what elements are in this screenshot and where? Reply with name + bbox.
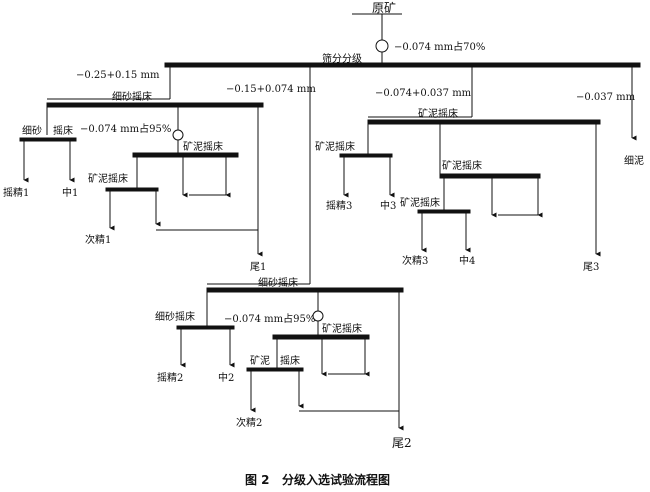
- c1-mid-label: 中1: [62, 186, 78, 199]
- c1-tail-label: 尾1: [250, 261, 266, 273]
- grinding-mill-symbol: [375, 39, 389, 53]
- feed-grind-label: −0.074 mm占70%: [394, 40, 485, 53]
- coarse-fraction-label: −0.25+0.15 mm: [76, 70, 160, 81]
- c3-table4-label: 矿泥摇床: [400, 196, 440, 209]
- slime-fraction-label: −0.037 mm: [576, 92, 636, 103]
- c1-sec-conc-label: 次精1: [85, 233, 111, 246]
- c3-table2-label: 矿泥摇床: [315, 140, 355, 153]
- c2-conc-label: 摇精2: [157, 371, 183, 384]
- circuit2-sub-sand-table: [176, 325, 235, 330]
- circuit2-sand-table: [206, 287, 404, 293]
- figure-caption: 图 2 分级入选试验流程图: [245, 472, 390, 487]
- c2-tail-label: 尾2: [392, 436, 412, 450]
- c2-mid-label: 中2: [218, 371, 234, 384]
- c3-mid4-label: 中4: [459, 254, 475, 267]
- circuit1-slime-table2: [105, 187, 159, 192]
- c1-grind-label: −0.074 mm占95%: [80, 122, 171, 135]
- fine-fraction-label: −0.074+0.037 mm: [375, 88, 472, 99]
- c2-slime-table-label: 矿泥摇床: [322, 322, 362, 335]
- c2-slime-left-label: 矿泥: [250, 354, 270, 367]
- c1-slime-table-label: 矿泥摇床: [183, 140, 223, 153]
- c2-table2-label: 细砂摇床: [155, 310, 195, 323]
- circuit3-slime-table4: [417, 209, 471, 214]
- c3-tail-label: 尾3: [583, 261, 599, 273]
- circuit3-sub-slime-table: [339, 153, 393, 158]
- c3-mid3-label: 中3: [380, 199, 396, 212]
- circuit1-slime-table: [132, 152, 239, 158]
- circuit2-slime-table2: [246, 367, 304, 372]
- circuit2-slime-table: [272, 334, 370, 340]
- c1-sand-right-label: 摇床: [53, 124, 73, 137]
- fine-slime-product: 细泥: [624, 154, 644, 167]
- c3-table3-label: 矿泥摇床: [442, 159, 482, 172]
- circuit3-slime-table3: [439, 173, 541, 179]
- circuit3-slime-table: [367, 119, 601, 125]
- c1-sand-left-label: 细砂: [22, 124, 42, 137]
- c2-table-label: 细砂摇床: [258, 276, 298, 289]
- feed-label: 原矿: [372, 1, 396, 15]
- c1-table-label: 细砂摇床: [112, 90, 152, 103]
- c3-sec-conc-label: 次精3: [402, 254, 428, 267]
- circuit1-sand-table: [46, 102, 264, 108]
- circuit1-mill-symbol: [172, 129, 184, 141]
- c2-sec-conc-label: 次精2: [236, 416, 262, 429]
- screening-classifier: [164, 62, 641, 68]
- c1-slime-table2-label: 矿泥摇床: [88, 172, 128, 185]
- c2-grind-label: −0.074 mm占95%: [224, 312, 315, 325]
- c2-slime-right-label: 摇床: [280, 354, 300, 367]
- classifier-label: 筛分分级: [322, 52, 362, 65]
- circuit1-sub-sand-table: [19, 137, 77, 142]
- c3-table-label: 矿泥摇床: [418, 107, 458, 120]
- c1-conc-label: 摇精1: [3, 186, 29, 199]
- c3-conc-label: 摇精3: [326, 199, 352, 212]
- medium-fraction-label: −0.15+0.074 mm: [226, 84, 316, 95]
